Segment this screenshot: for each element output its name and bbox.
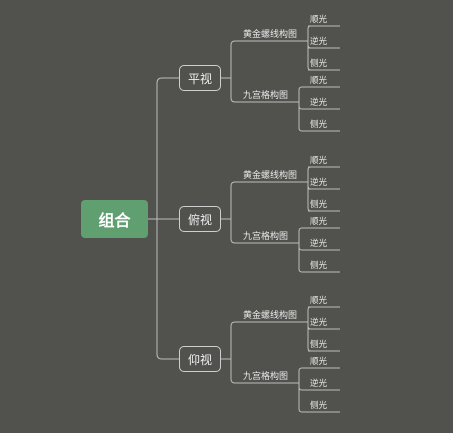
light-connector [298, 102, 308, 110]
light-connector [298, 367, 308, 383]
light-node[interactable]: 侧光 [310, 200, 328, 210]
light-node[interactable]: 逆光 [310, 318, 328, 328]
comp-connector [230, 321, 241, 359]
light-connector [298, 383, 308, 413]
light-node[interactable]: 逆光 [310, 178, 328, 188]
comp-connector [230, 40, 241, 78]
light-connector [298, 86, 308, 102]
view-node-2[interactable]: 仰视 [179, 346, 221, 372]
light-node[interactable]: 逆光 [310, 37, 328, 47]
comp-connector [230, 78, 241, 103]
light-node[interactable]: 侧光 [310, 120, 328, 130]
light-node[interactable]: 侧光 [310, 340, 328, 350]
light-node[interactable]: 顺光 [310, 296, 328, 306]
composition-node[interactable]: 九宫格构图 [243, 232, 289, 242]
light-node[interactable]: 侧光 [310, 261, 328, 271]
light-node[interactable]: 顺光 [310, 15, 328, 25]
light-connector [298, 243, 308, 273]
light-node[interactable]: 顺光 [310, 217, 328, 227]
light-node[interactable]: 侧光 [310, 401, 328, 411]
composition-node[interactable]: 黄金螺线构图 [243, 311, 298, 321]
comp-connector [230, 181, 241, 219]
view-node-1[interactable]: 俯视 [179, 206, 221, 232]
light-connector [298, 102, 308, 132]
light-node[interactable]: 顺光 [310, 156, 328, 166]
light-node[interactable]: 逆光 [310, 239, 328, 249]
view-connector [156, 219, 179, 360]
light-node[interactable]: 顺光 [310, 357, 328, 367]
light-node[interactable]: 逆光 [310, 379, 328, 389]
comp-connector [230, 359, 241, 384]
light-connector [298, 383, 308, 391]
light-node[interactable]: 侧光 [310, 59, 328, 69]
light-connector [298, 227, 308, 243]
root-node[interactable]: 组合 [81, 200, 148, 238]
light-node[interactable]: 顺光 [310, 76, 328, 86]
light-node[interactable]: 逆光 [310, 98, 328, 108]
composition-node[interactable]: 黄金螺线构图 [243, 30, 298, 40]
composition-node[interactable]: 黄金螺线构图 [243, 171, 298, 181]
composition-node[interactable]: 九宫格构图 [243, 91, 289, 101]
comp-connector [230, 219, 241, 244]
light-connector [298, 243, 308, 251]
view-connector [156, 77, 179, 219]
composition-node[interactable]: 九宫格构图 [243, 372, 289, 382]
view-node-0[interactable]: 平视 [179, 65, 221, 91]
